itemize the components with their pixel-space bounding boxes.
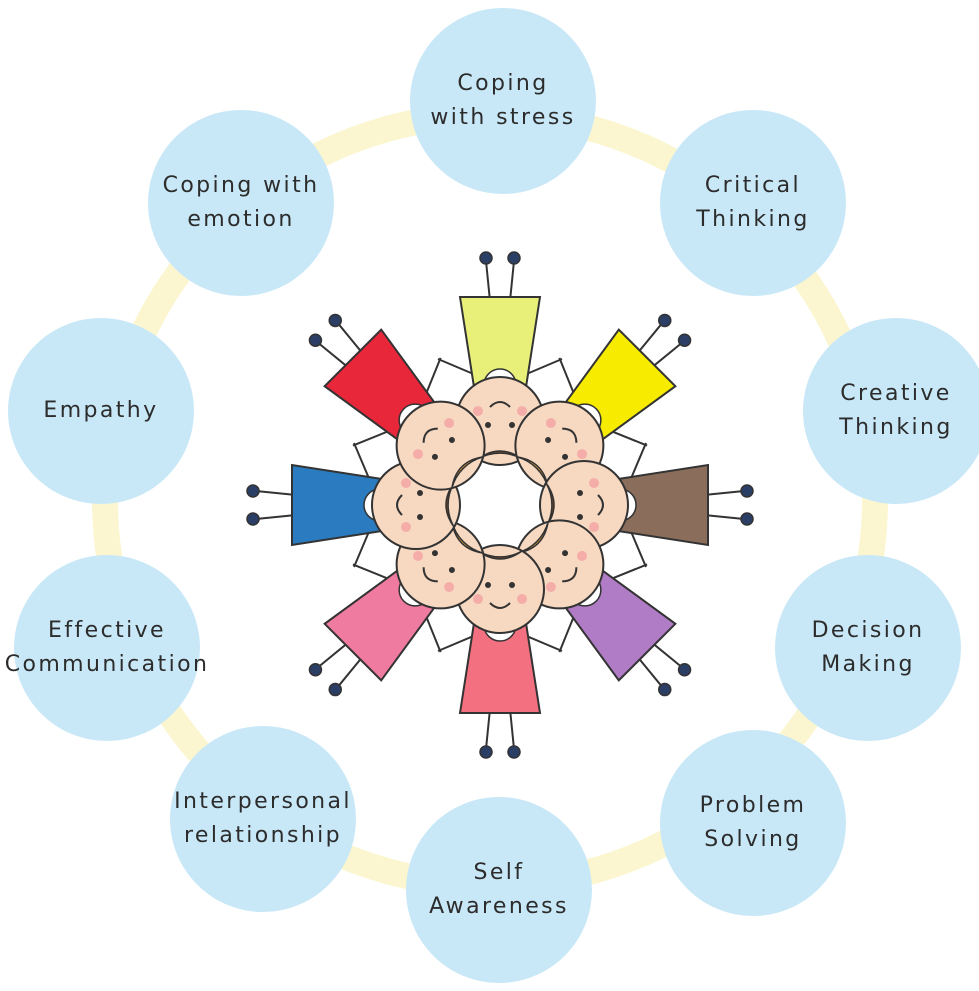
skill-label: Empathy [43, 398, 159, 423]
children-circle-illustration [246, 251, 754, 759]
skill-effective-communication: Effective Communication [5, 555, 207, 741]
skill-label: Creative Thinking [839, 381, 953, 440]
child-figure [437, 544, 563, 759]
skill-label: Critical Thinking [696, 173, 810, 232]
child-figure [246, 442, 461, 568]
skill-problem-solving: Problem Solving [660, 730, 846, 916]
skill-label: Coping with emotion [162, 173, 320, 232]
skill-creative-thinking: Creative Thinking [803, 318, 979, 504]
child-figure [308, 313, 486, 491]
skill-label: Coping with stress [430, 71, 576, 130]
skill-decision-making: Decision Making [775, 555, 961, 741]
skill-coping-with-stress: Coping with stress [410, 8, 596, 194]
skill-interpersonal-relationship: Interpersonal relationship [170, 726, 356, 912]
skill-empathy: Empathy [8, 318, 194, 504]
skill-coping-with-emotion: Coping with emotion [148, 110, 334, 296]
skill-label: Effective Communication [4, 618, 210, 677]
skill-label: Interpersonal relationship [174, 789, 352, 848]
skill-label: Problem Solving [699, 793, 807, 852]
skill-label: Self Awareness [429, 860, 569, 919]
skill-label: Decision Making [811, 618, 925, 677]
skill-self-awareness: Self Awareness [406, 797, 592, 983]
skill-critical-thinking: Critical Thinking [660, 110, 846, 296]
